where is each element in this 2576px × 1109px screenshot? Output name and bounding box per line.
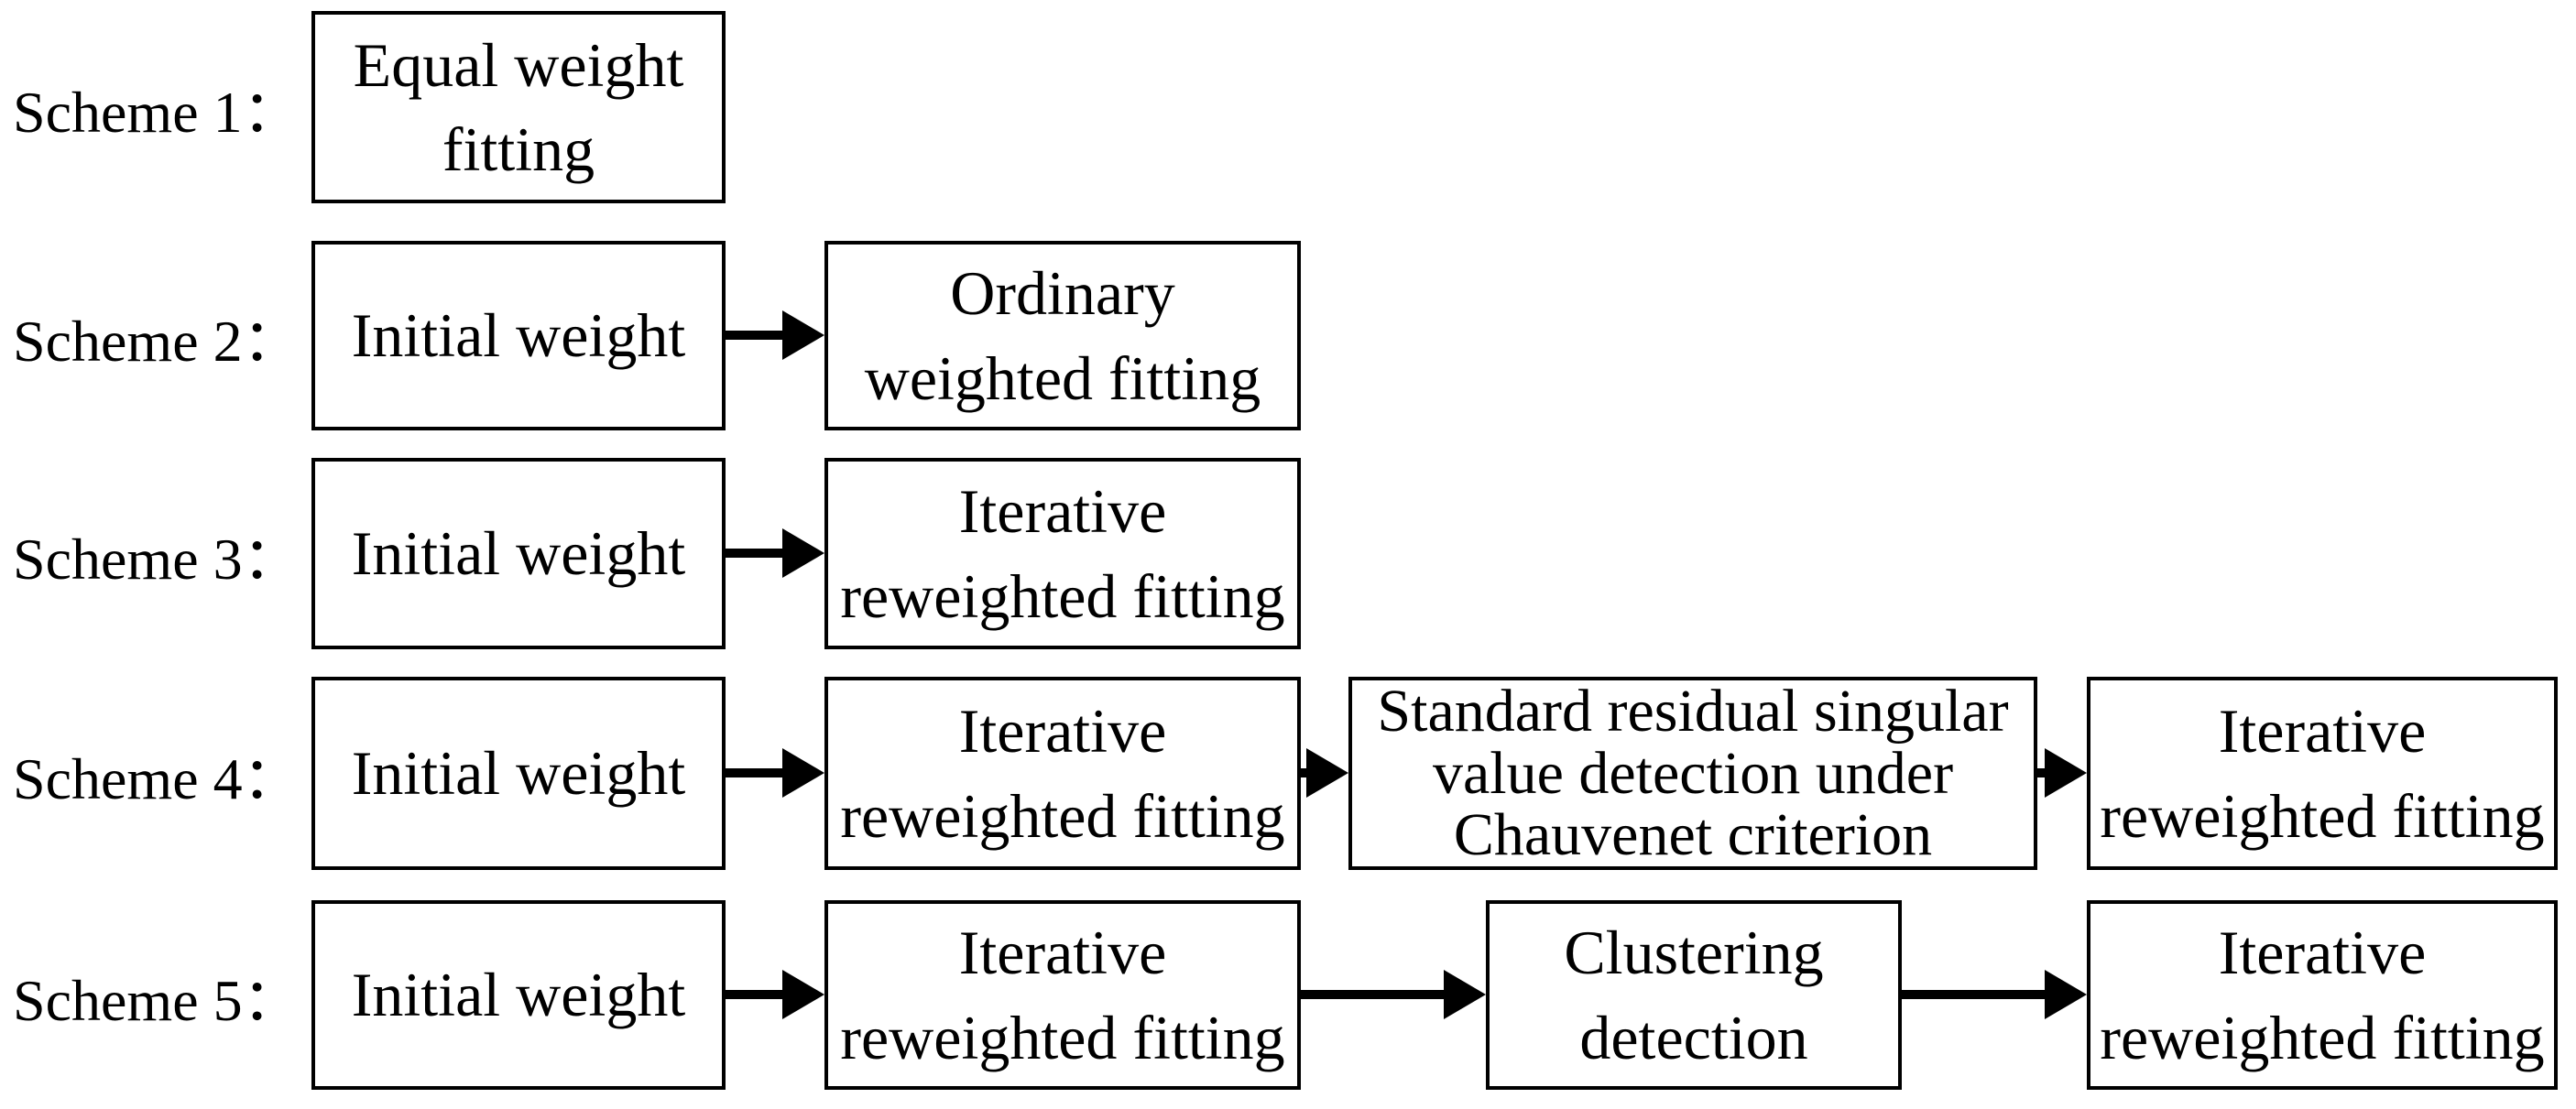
box-text-line: Ordinary	[950, 258, 1175, 329]
box-text-line: Initial weight	[351, 960, 686, 1030]
flow-arrow-right-icon	[2037, 748, 2087, 798]
scheme-5-label: Scheme 5：	[13, 967, 301, 1033]
box-text-line: Iterative	[958, 918, 1167, 988]
arrow-shaft	[1301, 768, 1306, 777]
arrow-shaft	[726, 331, 782, 340]
arrow-shaft	[726, 549, 782, 558]
scheme4-box-iterative-reweighted-fitting-1: Iterative reweighted fitting	[824, 677, 1301, 870]
arrow-head	[782, 970, 824, 1019]
box-text-line: Iterative	[958, 476, 1167, 547]
box-text-line: detection	[1579, 1002, 1808, 1072]
box-text-line: fitting	[442, 114, 595, 184]
scheme5-box-initial-weight: Initial weight	[311, 900, 726, 1090]
box-text-line: Equal weight	[353, 29, 684, 100]
scheme4-box-iterative-reweighted-fitting-2: Iterative reweighted fitting	[2087, 677, 2558, 870]
box-text-line: Iterative	[2218, 918, 2427, 988]
box-text-line: Initial weight	[351, 738, 686, 809]
scheme-2-label: Scheme 2：	[13, 308, 301, 374]
arrow-shaft	[726, 990, 782, 999]
scheme-4-label: Scheme 4：	[13, 745, 301, 811]
box-text-line: reweighted fitting	[840, 780, 1285, 851]
box-text-line: reweighted fitting	[2100, 1002, 2545, 1072]
scheme5-box-iterative-reweighted-fitting-1: Iterative reweighted fitting	[824, 900, 1301, 1090]
box-text-line: Clustering	[1564, 918, 1824, 988]
box-text-line: value detection under	[1432, 739, 1954, 807]
arrow-head	[782, 748, 824, 798]
arrow-head	[1306, 748, 1348, 798]
scheme5-box-iterative-reweighted-fitting-2: Iterative reweighted fitting	[2087, 900, 2558, 1090]
scheme3-box-iterative-reweighted-fitting: Iterative reweighted fitting	[824, 458, 1301, 649]
flow-arrow-right-icon	[1301, 970, 1486, 1019]
arrow-head	[1444, 970, 1486, 1019]
scheme-3-label: Scheme 3：	[13, 526, 301, 592]
box-text-line: weighted fitting	[864, 342, 1261, 413]
scheme4-box-initial-weight: Initial weight	[311, 677, 726, 870]
box-text-line: Standard residual singular	[1377, 677, 2009, 745]
flow-arrow-right-icon	[726, 970, 824, 1019]
box-text-line: Chauvenet criterion	[1453, 801, 1933, 869]
scheme2-box-initial-weight: Initial weight	[311, 241, 726, 430]
flow-arrow-right-icon	[726, 310, 824, 360]
scheme2-box-ordinary-weighted-fitting: Ordinary weighted fitting	[824, 241, 1301, 430]
arrow-shaft	[2037, 768, 2045, 777]
box-text-line: Iterative	[2218, 696, 2427, 767]
box-text-line: reweighted fitting	[2100, 780, 2545, 851]
box-text-line: Initial weight	[351, 300, 686, 371]
box-text-line: reweighted fitting	[840, 1002, 1285, 1072]
scheme4-box-chauvenet-detection: Standard residual singular value detecti…	[1348, 677, 2037, 870]
arrow-shaft	[1301, 990, 1444, 999]
scheme3-box-initial-weight: Initial weight	[311, 458, 726, 649]
arrow-head	[2045, 970, 2087, 1019]
arrow-shaft	[726, 768, 782, 777]
scheme1-box-equal-weight-fitting: Equal weight fitting	[311, 11, 726, 203]
flow-arrow-right-icon	[1902, 970, 2087, 1019]
flow-arrow-right-icon	[726, 528, 824, 578]
box-text-line: Initial weight	[351, 518, 686, 589]
flow-arrow-right-icon	[726, 748, 824, 798]
arrow-head	[2045, 748, 2087, 798]
arrow-head	[782, 310, 824, 360]
scheme-1-label: Scheme 1：	[13, 80, 301, 145]
flow-arrow-right-icon	[1301, 748, 1348, 798]
box-text-line: Iterative	[958, 696, 1167, 767]
scheme5-box-clustering-detection: Clustering detection	[1486, 900, 1902, 1090]
arrow-shaft	[1902, 990, 2045, 999]
arrow-head	[782, 528, 824, 578]
box-text-line: reweighted fitting	[840, 560, 1285, 631]
